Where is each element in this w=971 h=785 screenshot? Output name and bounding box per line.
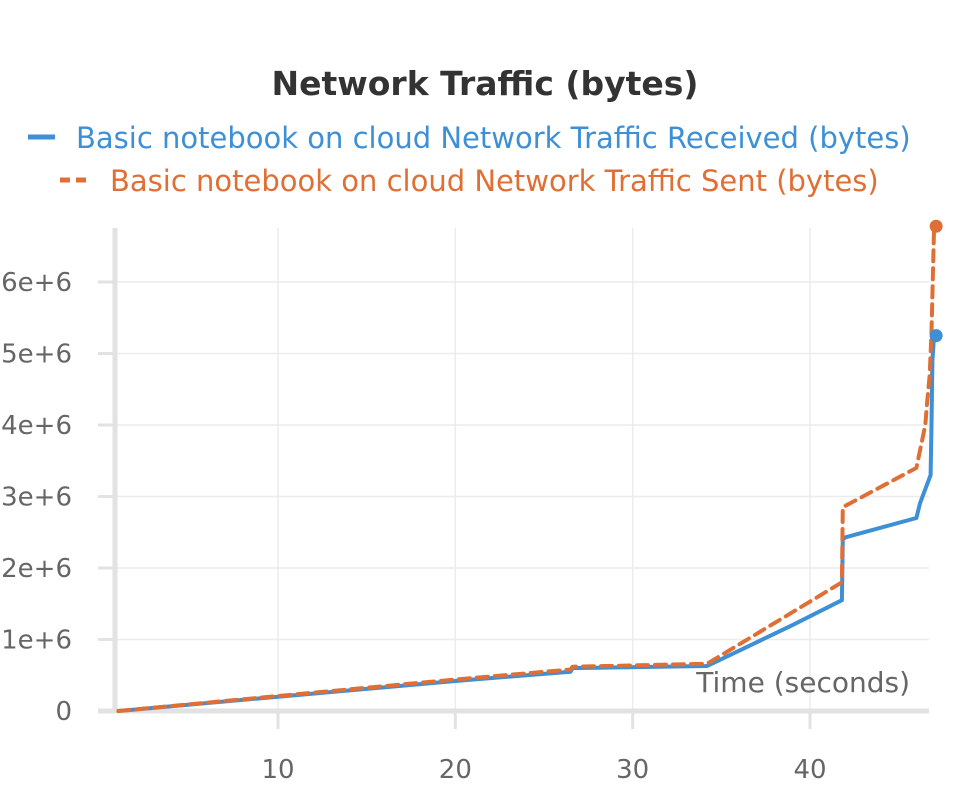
chart-title: Network Traffic (bytes) xyxy=(271,64,698,103)
x-tick-label: 30 xyxy=(616,755,649,785)
series-line-received xyxy=(116,333,937,713)
y-tick-label: 2e+6 xyxy=(1,554,72,584)
legend-label-received: Basic notebook on cloud Network Traffic … xyxy=(76,121,911,155)
y-tick-label: 5e+6 xyxy=(1,340,72,370)
y-axis-ticks: 0 1e+6 2e+6 3e+6 4e+6 5e+6 6e+6 xyxy=(1,268,115,727)
y-tick-label: 0 xyxy=(55,697,72,727)
series-endpoint-sent xyxy=(929,219,943,233)
series-endpoint-received xyxy=(929,329,943,343)
x-axis-label: Time (seconds) xyxy=(695,666,910,699)
series-lines xyxy=(116,219,943,713)
grid xyxy=(98,228,929,714)
x-axis-ticks: 10 20 30 40 xyxy=(261,711,827,785)
y-tick-label: 6e+6 xyxy=(1,268,72,298)
legend: Basic notebook on cloud Network Traffic … xyxy=(28,121,911,198)
x-tick-label: 10 xyxy=(261,755,294,785)
series-line-sent xyxy=(116,224,937,713)
x-tick-label: 40 xyxy=(793,755,826,785)
y-tick-label: 3e+6 xyxy=(1,483,72,513)
y-tick-label: 1e+6 xyxy=(1,626,72,656)
x-tick-label: 20 xyxy=(439,755,472,785)
legend-label-sent: Basic notebook on cloud Network Traffic … xyxy=(110,164,879,198)
y-tick-label: 4e+6 xyxy=(1,411,72,441)
